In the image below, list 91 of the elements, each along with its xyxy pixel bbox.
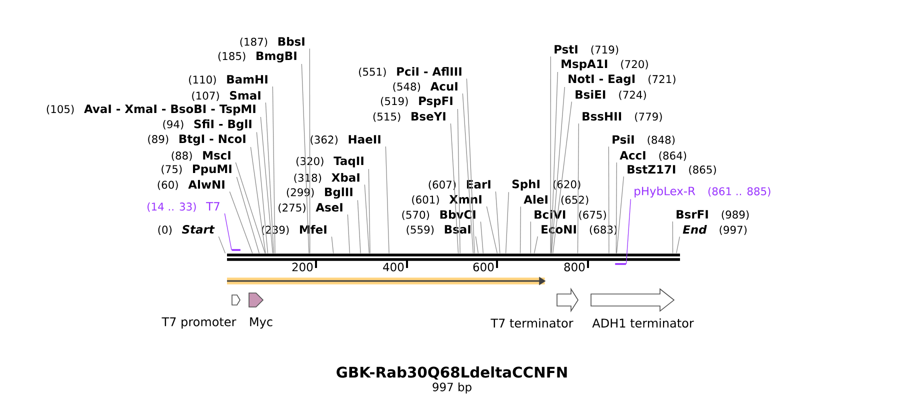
site-label: BssHII (779) <box>582 112 662 122</box>
site-label: (239) MfeI <box>262 224 326 236</box>
site-label: BsiEI (724) <box>576 90 646 100</box>
leader-line <box>462 93 474 254</box>
leader-line <box>357 200 361 254</box>
site-label: (318) XbaI <box>294 172 360 184</box>
leader-line <box>347 214 350 254</box>
leader-line <box>551 86 565 254</box>
primer-label: (14 .. 33) T7 <box>148 202 220 212</box>
leader-line <box>466 78 475 254</box>
leader-line <box>301 64 310 254</box>
leader-line <box>608 146 610 254</box>
site-label: PstI (719) <box>554 45 618 55</box>
site-label: (89) BtgI - NcoI <box>148 134 246 146</box>
leader-line <box>616 162 617 254</box>
leader-line <box>364 184 370 254</box>
leader-line <box>577 123 579 254</box>
site-label: End (997) <box>682 224 747 236</box>
leader-line <box>550 56 551 254</box>
leader-line <box>486 206 498 254</box>
site-label: (601) XmnI <box>412 195 482 205</box>
leader-line <box>256 132 268 254</box>
leader-line <box>385 146 390 254</box>
leader-line <box>530 221 532 254</box>
site-label: (88) MscI <box>172 151 230 161</box>
site-label: NotI - EagI (721) <box>568 74 676 86</box>
leader-line <box>229 191 253 254</box>
site-label: AleI (652) <box>524 194 588 206</box>
site-label: BciVI (675) <box>534 210 606 220</box>
leader-line <box>475 236 479 254</box>
leader-line <box>265 102 274 254</box>
leader-line <box>368 168 370 254</box>
backbone-line <box>226 254 682 261</box>
site-label: (105) AvaI - XmaI - BsoBI - TspMI <box>46 104 256 116</box>
tick-label: 800 <box>564 262 585 272</box>
primer-label: pHybLex-R (861 .. 885) <box>634 186 770 198</box>
site-label: (570) BbvCI <box>402 210 476 220</box>
site-label: (60) AlwNI <box>158 180 224 190</box>
leader-line <box>520 206 521 254</box>
tick-label: 600 <box>473 262 494 272</box>
site-label: (299) BglII <box>286 187 352 199</box>
site-label: BstZ17I (865) <box>628 165 716 175</box>
leader-line <box>331 236 334 254</box>
site-label: SphI (620) <box>512 179 580 191</box>
site-label: MspA1I (720) <box>562 60 648 70</box>
site-label: (607) EarI <box>428 180 490 190</box>
site-label: (551) PciI - AflIII <box>359 66 462 78</box>
title: GBK-Rab30Q68LdeltaCCNFN <box>336 366 567 380</box>
site-label: (275) AseI <box>278 203 342 213</box>
site-label: EcoNI (683) <box>542 225 617 235</box>
leader-line <box>260 116 274 254</box>
leader-line <box>480 221 484 254</box>
leader-line <box>272 86 276 254</box>
leader-line <box>552 101 572 254</box>
site-label: (515) BseYI <box>373 112 446 122</box>
leader-line <box>616 176 624 254</box>
site-label: (559) BsaI <box>406 225 470 235</box>
site-label: (0) Start <box>158 225 215 235</box>
site-label: (519) PspFI <box>380 96 452 108</box>
leader-line <box>224 213 232 250</box>
leader-line <box>626 198 631 264</box>
leader-line <box>505 192 509 254</box>
leader-line <box>235 162 266 254</box>
leader-line <box>218 236 226 254</box>
leader-line <box>550 72 558 254</box>
leader-line <box>534 236 538 254</box>
leader-line <box>676 236 680 254</box>
leader-line <box>672 221 674 254</box>
site-label: (187) BbsI <box>240 36 304 48</box>
leader-line <box>495 191 500 254</box>
tick-label: 400 <box>383 262 404 272</box>
leader-line <box>250 146 266 254</box>
site-label: (362) HaeII <box>310 135 380 145</box>
site-label: (94) SfiI - BglI <box>163 119 252 131</box>
leader-line <box>236 176 260 254</box>
leader-line <box>457 108 460 254</box>
primer-mark <box>232 249 240 251</box>
site-label: (110) BamHI <box>189 75 268 85</box>
site-label: PsiI (848) <box>612 134 675 146</box>
site-label: (185) BmgBI <box>218 52 296 62</box>
primer-mark <box>615 263 626 265</box>
site-label: (548) AcuI <box>393 82 458 92</box>
site-label: (320) TaqII <box>296 156 364 168</box>
site-label: BsrFI (989) <box>676 210 749 220</box>
leader-line <box>309 48 310 254</box>
leader-line <box>450 123 459 254</box>
site-label: (75) PpuMI <box>162 164 232 176</box>
tick-label: 200 <box>292 262 313 272</box>
caption: 997 bp <box>432 382 472 394</box>
site-label: (107) SmaI <box>192 91 260 101</box>
site-label: AccI (864) <box>620 151 686 161</box>
